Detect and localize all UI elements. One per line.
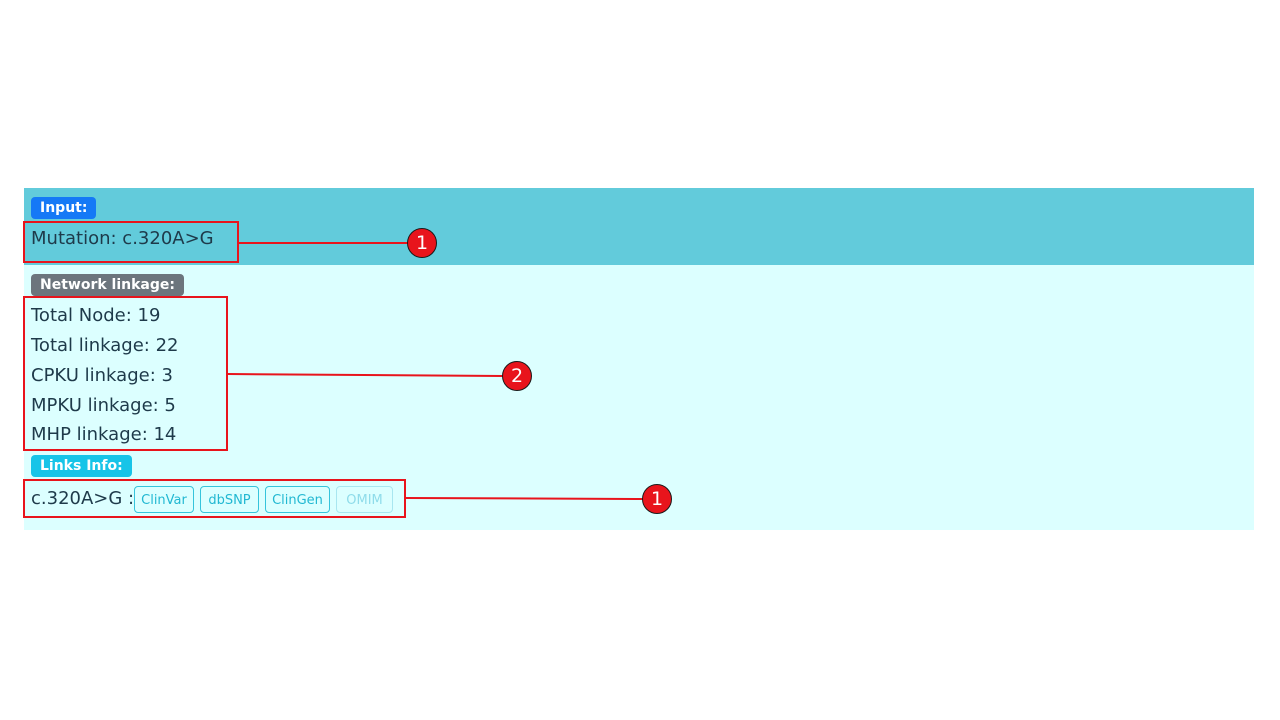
omim-button: OMIM <box>336 486 393 513</box>
callout-marker-3: 1 <box>642 484 672 514</box>
cpku-linkage-stat: CPKU linkage: 3 <box>31 365 173 386</box>
callout-marker-2: 2 <box>502 361 532 391</box>
mutation-text: Mutation: c.320A>G <box>31 228 214 249</box>
clingen-button[interactable]: ClinGen <box>265 486 330 513</box>
input-badge: Input: <box>31 197 97 219</box>
input-panel <box>24 188 1254 265</box>
network-linkage-badge: Network linkage: <box>31 274 184 296</box>
annotation-box-links <box>23 479 406 518</box>
results-panel <box>24 265 1254 530</box>
links-info-badge: Links Info: <box>31 455 132 477</box>
dbsnp-button[interactable]: dbSNP <box>200 486 259 513</box>
total-node-stat: Total Node: 19 <box>31 305 161 326</box>
callout-marker-1: 1 <box>407 228 437 258</box>
clinvar-button[interactable]: ClinVar <box>134 486 194 513</box>
links-mutation-label: c.320A>G : <box>31 488 135 509</box>
mpku-linkage-stat: MPKU linkage: 5 <box>31 395 176 416</box>
mhp-linkage-stat: MHP linkage: 14 <box>31 424 177 445</box>
annotation-box-mutation <box>23 221 239 263</box>
total-linkage-stat: Total linkage: 22 <box>31 335 179 356</box>
annotation-box-network-stats <box>23 296 228 451</box>
